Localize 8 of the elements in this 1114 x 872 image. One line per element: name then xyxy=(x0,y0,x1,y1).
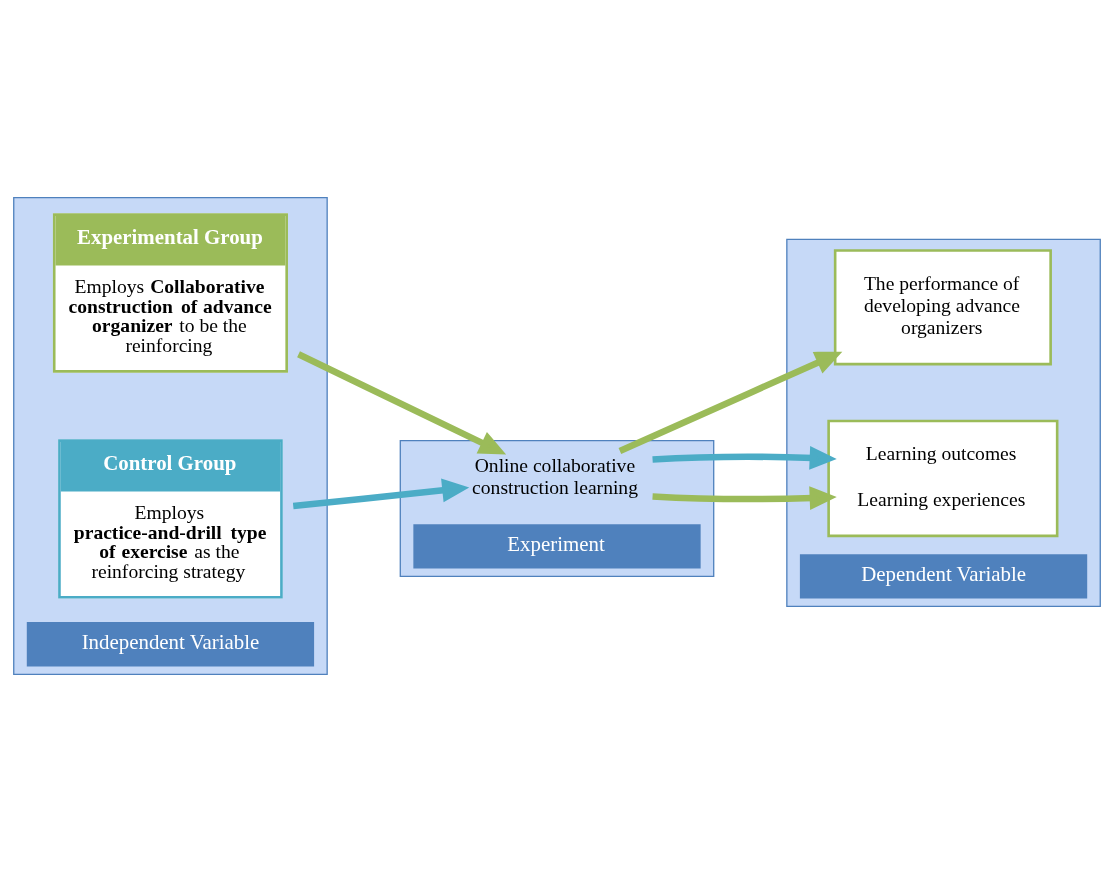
arrow xyxy=(292,478,470,510)
node-box: The performance of developing advance organizers xyxy=(833,249,1052,366)
arrow xyxy=(652,486,837,510)
node-box: Learning outcomes Learning experiences xyxy=(827,419,1059,538)
node-text: Online collaborative construction learning xyxy=(472,454,638,499)
arrow xyxy=(297,351,507,455)
arrow xyxy=(652,446,837,470)
arrow xyxy=(618,351,843,454)
